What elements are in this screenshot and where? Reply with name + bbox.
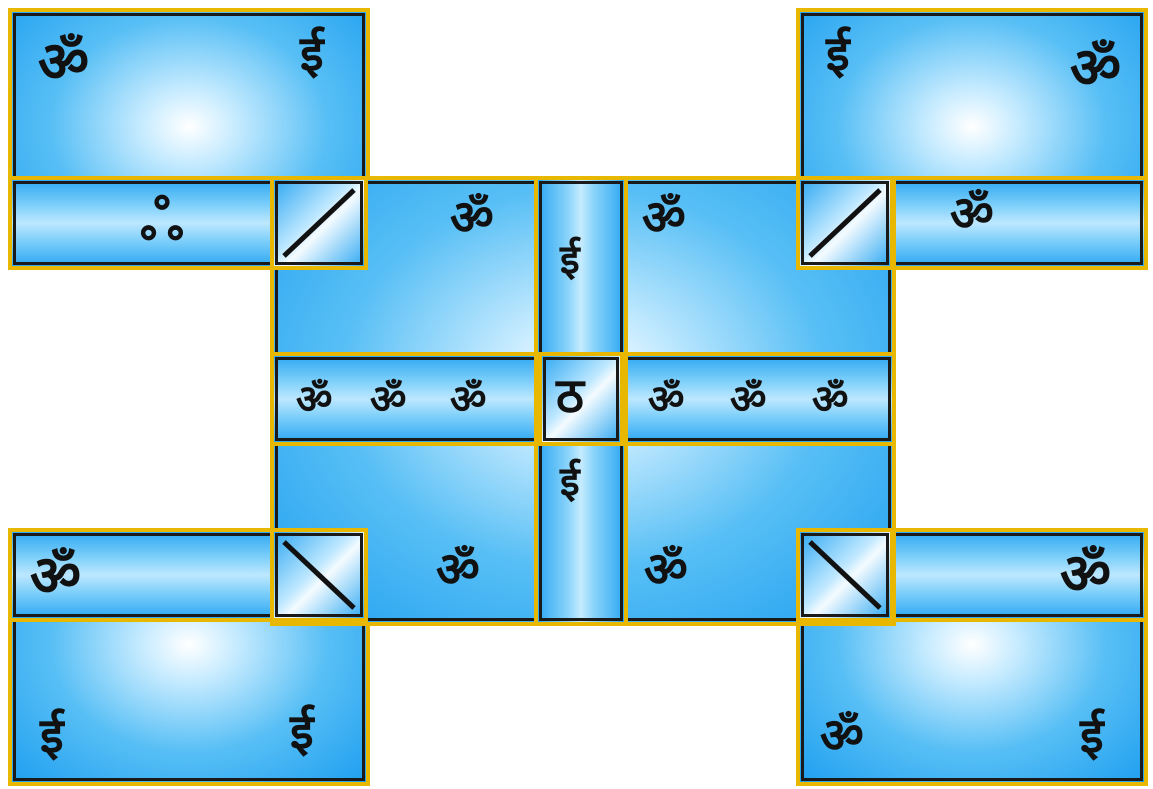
glyph-tr-2: ॐ [1070, 40, 1121, 96]
diagonal-slash-bottom-right [796, 528, 894, 622]
glyph-tl-2: ई [300, 30, 324, 78]
glyph-vertical-top: ई [560, 240, 580, 280]
glyph-bottom-band-right: ॐ [644, 546, 688, 594]
diagonal-slash-top-right [796, 176, 894, 270]
glyph-right-band-2: ॐ [730, 380, 766, 420]
diagonal-slash-bottom-left [270, 528, 368, 622]
glyph-br-1: ॐ [1060, 546, 1111, 602]
glyph-top-band-right: ॐ [642, 194, 686, 242]
glyph-bl-2: ई [40, 712, 64, 760]
glyph-bl-3: ई [290, 708, 314, 756]
glyph-br-2: ॐ [820, 712, 864, 760]
glyph-right-band-3: ॐ [812, 380, 848, 420]
glyph-vertical-bottom: ई [560, 462, 580, 502]
glyph-right-band-1: ॐ [648, 380, 684, 420]
glyph-tr-3: ॐ [950, 190, 994, 238]
glyph-center: ठ [556, 372, 584, 420]
glyph-left-band-2: ॐ [370, 380, 406, 420]
glyph-br-3: ई [1080, 712, 1104, 760]
glyph-bottom-band-left: ॐ [436, 546, 480, 594]
glyph-tl-3: ஃ [140, 192, 184, 248]
glyph-top-band-left: ॐ [450, 194, 494, 242]
glyph-bl-1: ॐ [30, 548, 81, 604]
glyph-left-band-3: ॐ [450, 380, 486, 420]
glyph-tl-1: ॐ [38, 34, 89, 90]
glyph-tr-1: ई [826, 30, 850, 78]
diagonal-slash-top-left [270, 176, 368, 270]
glyph-left-band-1: ॐ [296, 380, 332, 420]
